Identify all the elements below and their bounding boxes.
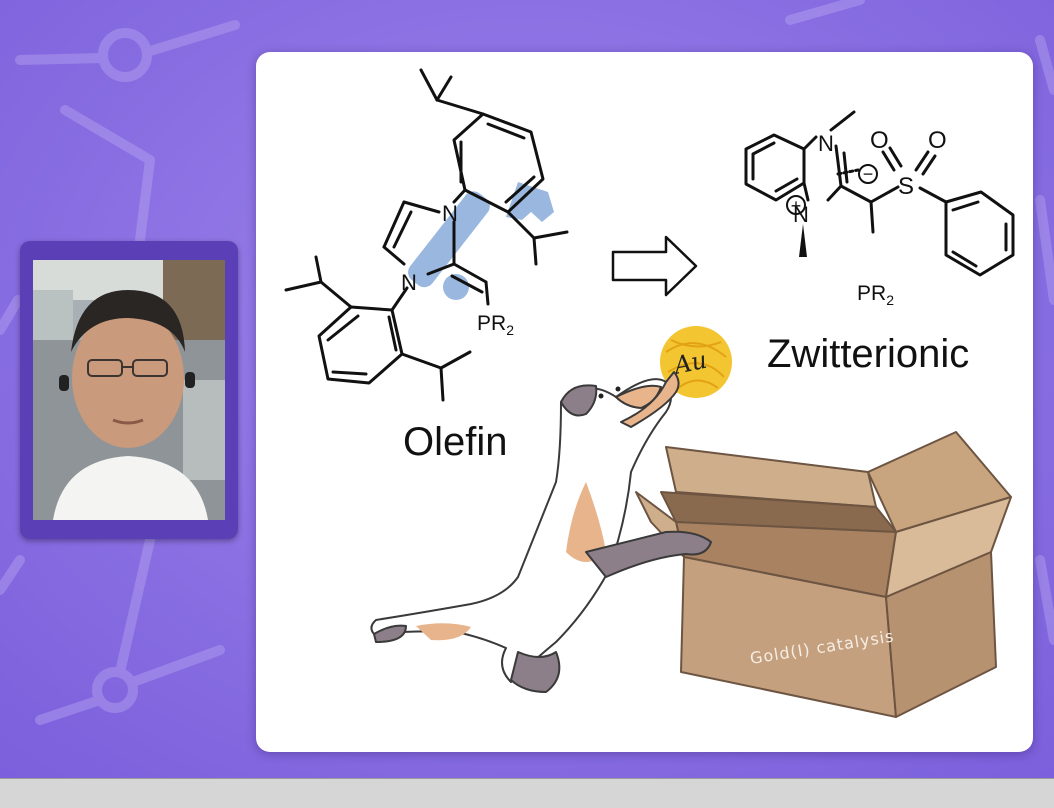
- bottom-bar: [0, 778, 1054, 808]
- figure-panel: + − N N N N S O O Gold(I) catalysis: [256, 52, 1033, 752]
- wrench-icon: [408, 182, 554, 300]
- olefin-pr2-label: PR2: [477, 312, 514, 339]
- positive-charge: +: [791, 196, 802, 216]
- zwitter-atom-n-top: N: [818, 131, 834, 156]
- olefin-atom-n-bottom: N: [401, 270, 417, 295]
- zwitterionic-label: Zwitterionic: [767, 332, 970, 376]
- zwitter-atom-n-bottom: N: [793, 202, 809, 227]
- negative-charge: −: [863, 164, 874, 184]
- zwitter-atom-oxygen-left: O: [870, 127, 889, 154]
- negative-charge-icon: [858, 164, 878, 184]
- cat-illustration: [370, 371, 712, 693]
- positive-charge-icon: [786, 195, 806, 215]
- olefin-atom-n-top: N: [442, 201, 458, 226]
- cardboard-box: [635, 431, 1012, 718]
- olefin-label: Olefin: [403, 420, 508, 464]
- reaction-arrow: [611, 235, 698, 297]
- zwitterion-structure: [744, 110, 1015, 277]
- zwitter-atom-sulfur: S: [898, 173, 914, 200]
- zwitter-atom-oxygen-right: O: [928, 127, 947, 154]
- portrait-frame: [20, 241, 238, 539]
- olefin-structure: [284, 68, 569, 402]
- portrait-photo: [33, 260, 225, 520]
- zwitter-pr2-label: PR2: [857, 282, 894, 309]
